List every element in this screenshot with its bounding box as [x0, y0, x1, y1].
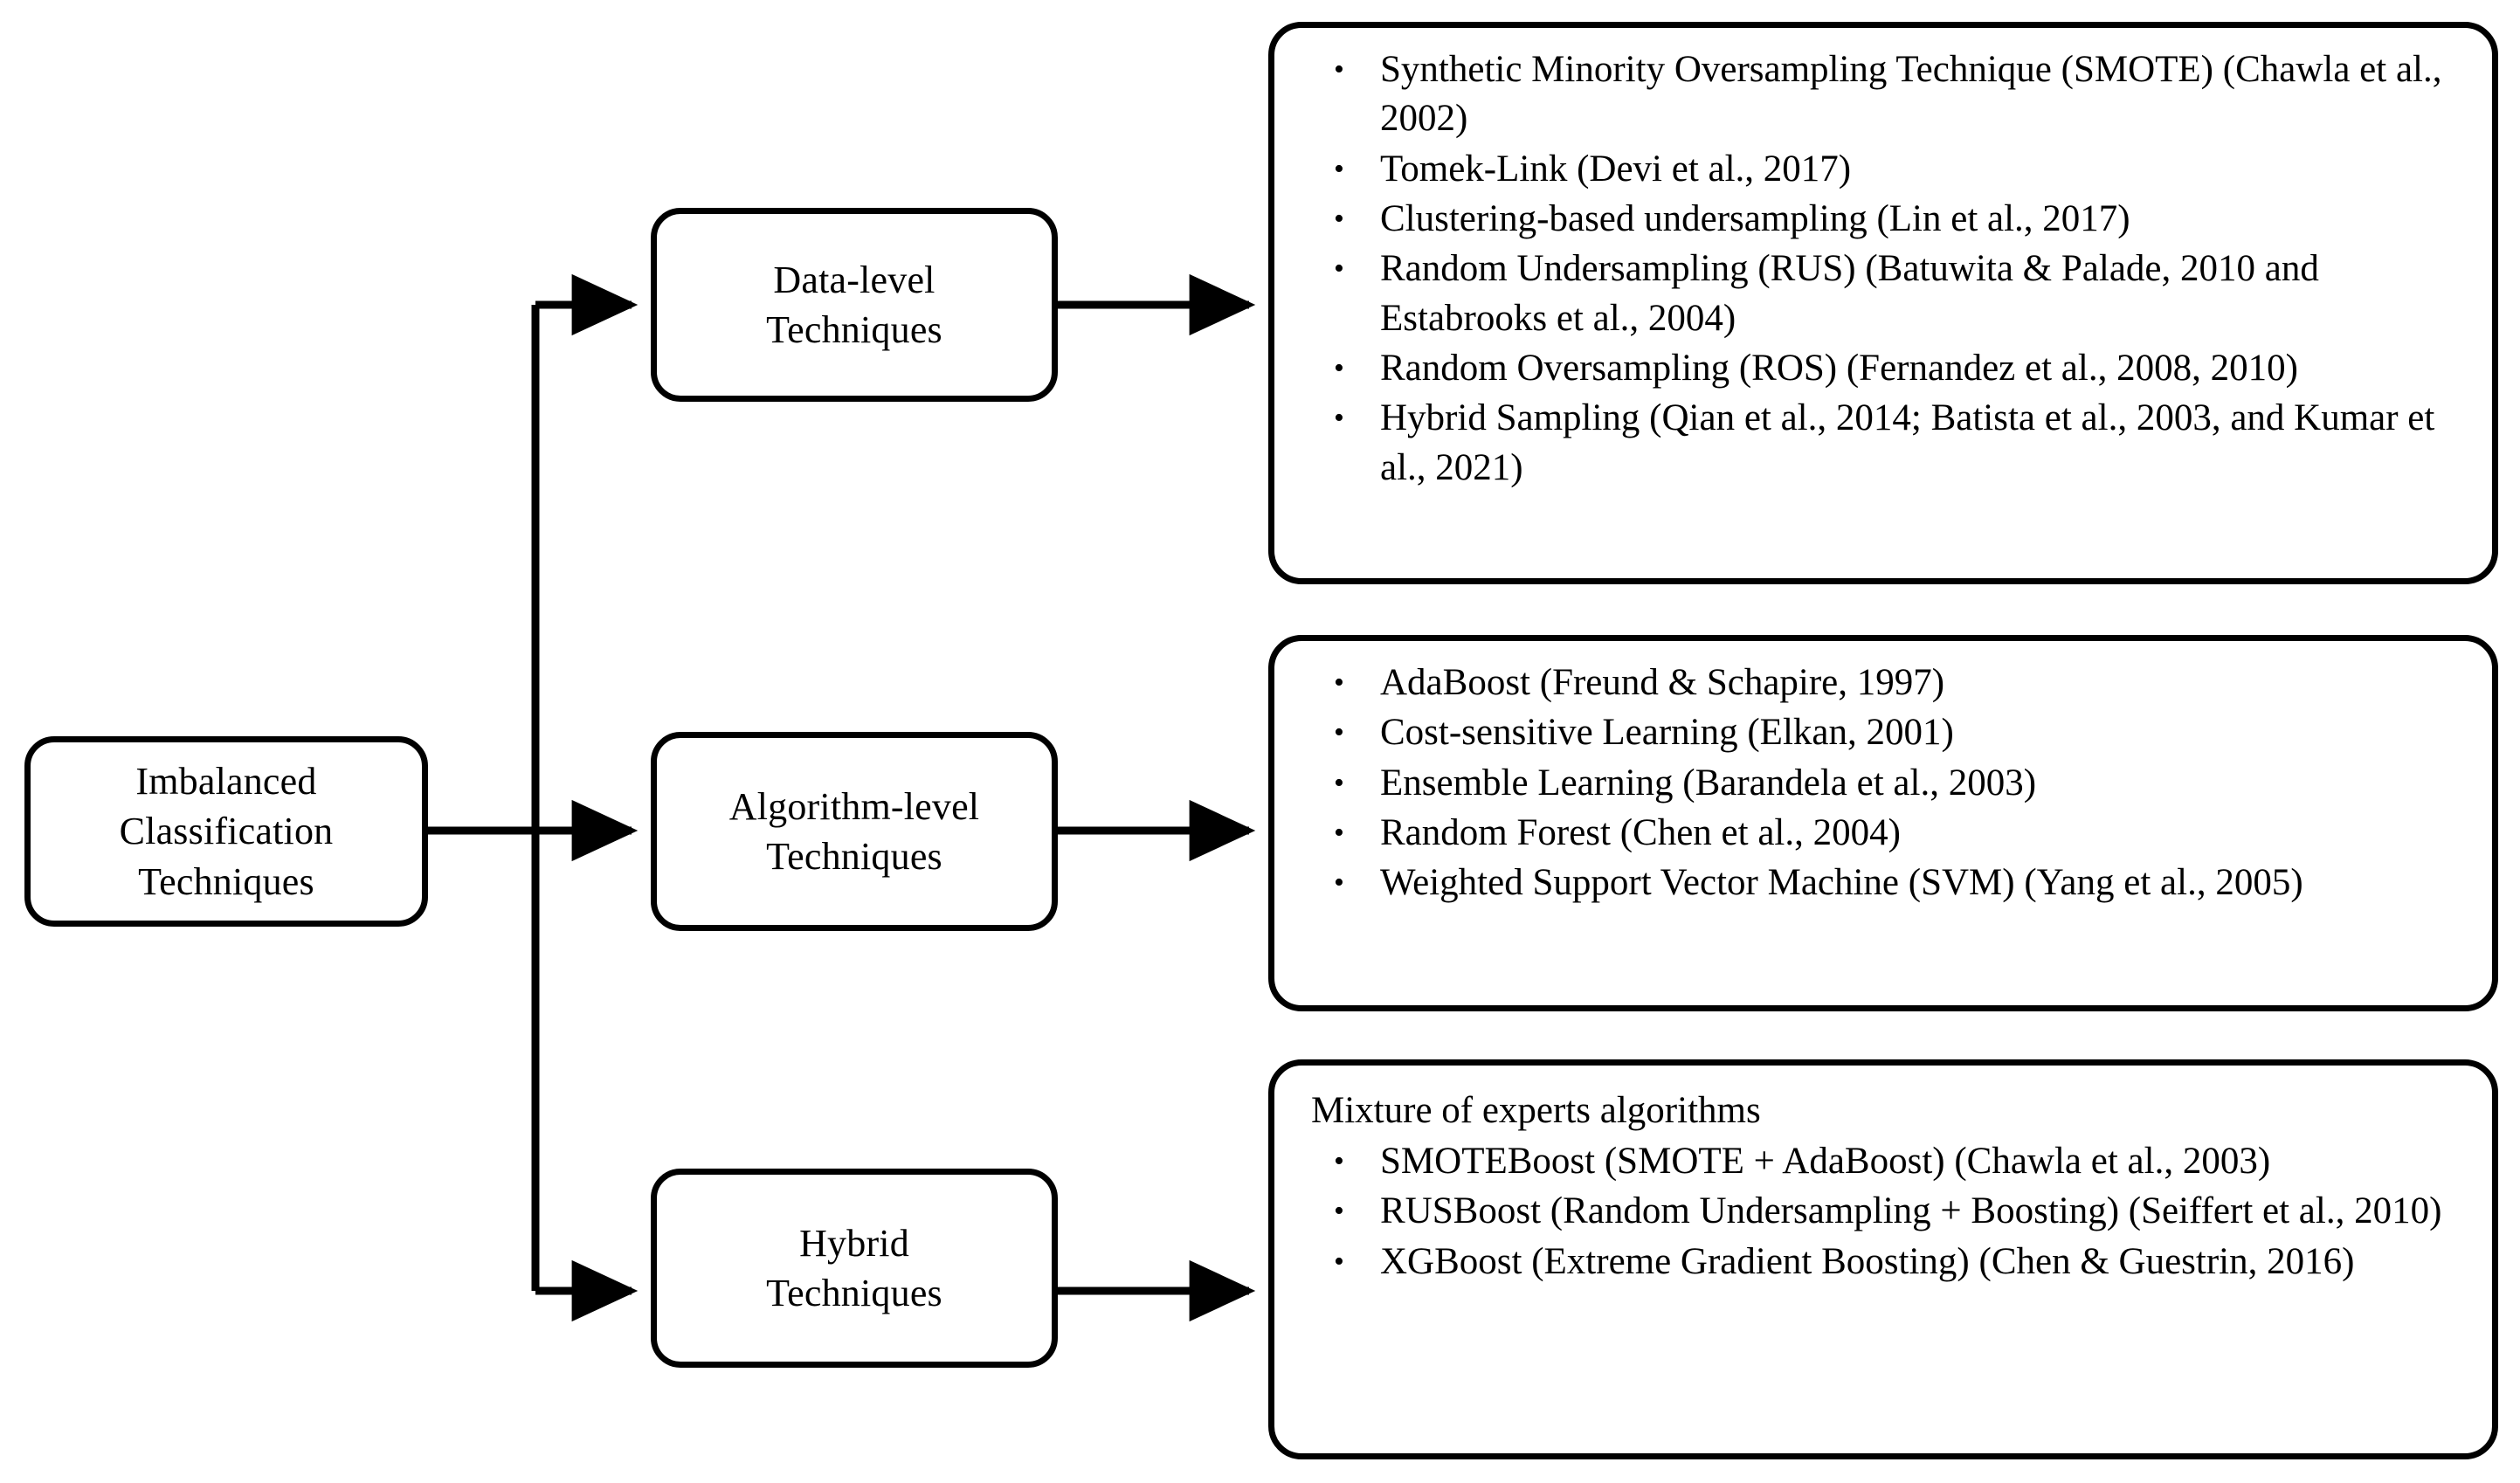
list-item: • Random Oversampling (ROS) (Fernandez et… [1297, 344, 2469, 393]
list-item: • Cost-sensitive Learning (Elkan, 2001) [1297, 708, 2469, 757]
bullet-icon: • [1334, 766, 1344, 799]
algorithm-level-node-label: Algorithm-level Techniques [729, 782, 980, 881]
root-node-label: Imbalanced Classification Techniques [120, 756, 334, 907]
list-item: • Clustering-based undersampling (Lin et … [1297, 195, 2469, 244]
panel-data-level-techniques: • Synthetic Minority Oversampling Techniq… [1268, 22, 2498, 584]
list-item: • Synthetic Minority Oversampling Techniq… [1297, 45, 2469, 144]
data-level-label-line-1: Data-level [773, 258, 936, 301]
bullet-icon: • [1334, 1195, 1344, 1228]
hybrid-node-label: Hybrid Techniques [766, 1218, 942, 1318]
bullet-icon: • [1334, 152, 1344, 185]
bullet-icon: • [1334, 351, 1344, 384]
list-item: • RUSBoost (Random Undersampling + Boosti… [1297, 1187, 2469, 1236]
bullet-icon: • [1334, 666, 1344, 699]
data-level-technique-list: • Synthetic Minority Oversampling Techniq… [1297, 45, 2469, 493]
list-item: • SMOTEBoost (SMOTE + AdaBoost) (Chawla e… [1297, 1137, 2469, 1186]
bullet-icon: • [1334, 252, 1344, 286]
list-item-text: Random Undersampling (RUS) (Batuwita & P… [1380, 248, 2319, 339]
panel-hybrid-techniques: Mixture of experts algorithms • SMOTEBoos… [1268, 1059, 2498, 1459]
bullet-icon: • [1334, 402, 1344, 435]
list-item: • Random Forest (Chen et al., 2004) [1297, 809, 2469, 858]
node-algorithm-level-techniques[interactable]: Algorithm-level Techniques [651, 732, 1058, 931]
data-level-label-line-2: Techniques [766, 308, 942, 351]
bullet-icon: • [1334, 716, 1344, 749]
algorithm-level-label-line-1: Algorithm-level [728, 784, 980, 828]
hybrid-technique-list: • SMOTEBoost (SMOTE + AdaBoost) (Chawla e… [1297, 1137, 2469, 1286]
list-item-text: Random Forest (Chen et al., 2004) [1380, 811, 1901, 853]
list-item: • Random Undersampling (RUS) (Batuwita & … [1297, 245, 2469, 343]
list-item: • Tomek-Link (Devi et al., 2017) [1297, 145, 2469, 194]
root-label-line-1: Imbalanced [135, 760, 317, 804]
bullet-icon: • [1334, 202, 1344, 235]
list-item: • Ensemble Learning (Barandela et al., 20… [1297, 759, 2469, 808]
bullet-icon: • [1334, 816, 1344, 849]
list-item-text: Tomek-Link (Devi et al., 2017) [1380, 148, 1852, 190]
list-item: • Weighted Support Vector Machine (SVM) (… [1297, 859, 2469, 907]
list-item-text: AdaBoost (Freund & Schapire, 1997) [1380, 662, 1945, 703]
hybrid-label-line-1: Hybrid [799, 1221, 909, 1265]
root-label-line-3: Techniques [138, 859, 314, 903]
list-item-text: SMOTEBoost (SMOTE + AdaBoost) (Chawla et… [1380, 1140, 2271, 1182]
algorithm-level-label-line-2: Techniques [766, 835, 942, 878]
bullet-icon: • [1334, 53, 1344, 86]
data-level-node-label: Data-level Techniques [766, 255, 942, 355]
list-item: • AdaBoost (Freund & Schapire, 1997) [1297, 659, 2469, 707]
list-item: • XGBoost (Extreme Gradient Boosting) (Ch… [1297, 1238, 2469, 1286]
list-item: • Hybrid Sampling (Qian et al., 2014; Bat… [1297, 394, 2469, 493]
list-item-text: Random Oversampling (ROS) (Fernandez et … [1380, 347, 2298, 389]
panel-algorithm-level-techniques: • AdaBoost (Freund & Schapire, 1997) • Cos… [1268, 635, 2498, 1011]
list-item-text: Clustering-based undersampling (Lin et a… [1380, 197, 2130, 239]
list-item-text: Synthetic Minority Oversampling Techniqu… [1380, 49, 2442, 140]
hybrid-panel-lead-text: Mixture of experts algorithms [1311, 1090, 1761, 1131]
bullet-icon: • [1334, 1144, 1344, 1177]
bullet-icon: • [1334, 866, 1344, 900]
hybrid-label-line-2: Techniques [766, 1272, 942, 1314]
node-hybrid-techniques[interactable]: Hybrid Techniques [651, 1169, 1058, 1368]
bullet-icon: • [1334, 1245, 1344, 1278]
list-item-text: Ensemble Learning (Barandela et al., 200… [1380, 762, 2037, 804]
node-data-level-techniques[interactable]: Data-level Techniques [651, 208, 1058, 402]
root-label-line-2: Classification [119, 810, 334, 853]
list-item-text: Weighted Support Vector Machine (SVM) (Y… [1380, 862, 2303, 904]
algorithm-level-technique-list: • AdaBoost (Freund & Schapire, 1997) • Cos… [1297, 659, 2469, 908]
list-item-text: RUSBoost (Random Undersampling + Boostin… [1380, 1190, 2442, 1232]
node-imbalanced-classification-techniques[interactable]: Imbalanced Classification Techniques [24, 736, 428, 927]
list-item-text: Cost-sensitive Learning (Elkan, 2001) [1380, 712, 1954, 754]
list-item-text: Hybrid Sampling (Qian et al., 2014; Bati… [1380, 397, 2435, 488]
list-item-text: XGBoost (Extreme Gradient Boosting) (Che… [1380, 1240, 2355, 1282]
